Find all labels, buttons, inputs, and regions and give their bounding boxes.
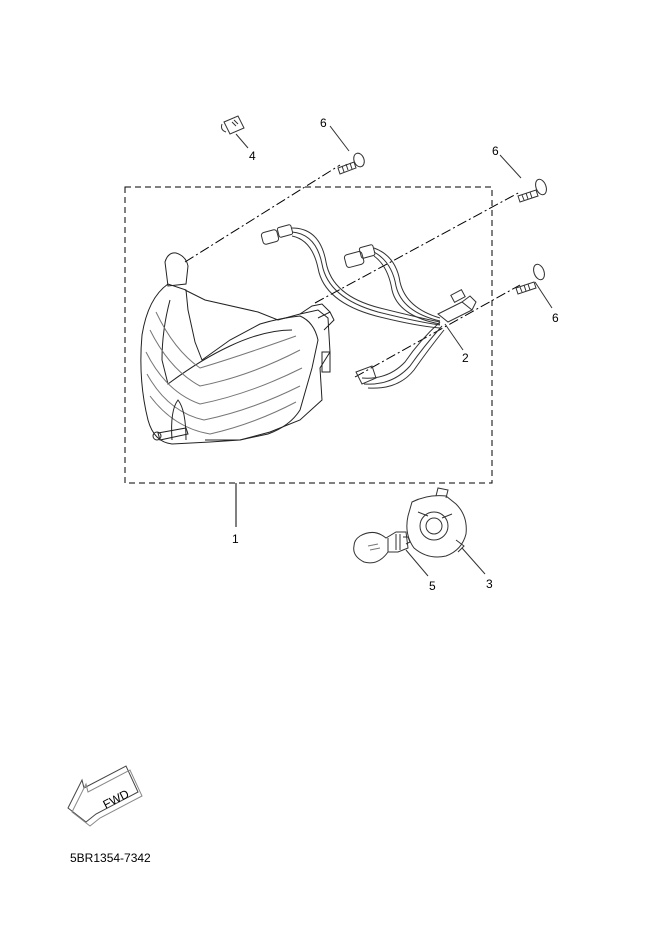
screw-top <box>329 125 365 175</box>
callout-6-top: 6 <box>320 116 327 130</box>
callout-3: 3 <box>486 577 493 591</box>
callout-1: 1 <box>232 532 239 546</box>
part-code: 5BR1354-7342 <box>70 851 151 865</box>
wire-harness <box>260 224 477 389</box>
callout-5: 5 <box>429 579 436 593</box>
fwd-direction-arrow <box>67 765 143 827</box>
fwd-label: FWD <box>101 787 132 812</box>
headlight-bulb <box>353 531 429 577</box>
bulb-socket <box>406 487 486 575</box>
assembly-lines <box>184 164 521 378</box>
callout-6-right-upper: 6 <box>492 144 499 158</box>
callout-6-right-lower: 6 <box>552 311 559 325</box>
small-bulb <box>221 115 249 149</box>
screw-right-upper <box>499 154 547 203</box>
assembly-boundary-box <box>124 186 493 484</box>
callout-4: 4 <box>249 149 256 163</box>
headlight-housing <box>140 252 335 445</box>
screw-right-lower <box>515 263 553 309</box>
callout-2: 2 <box>462 351 469 365</box>
